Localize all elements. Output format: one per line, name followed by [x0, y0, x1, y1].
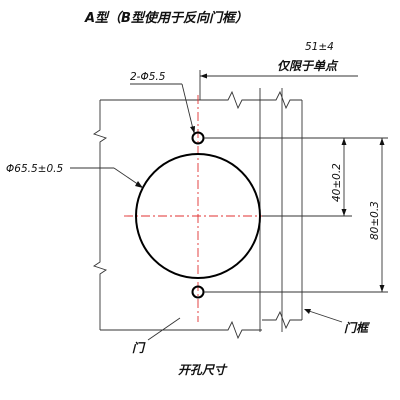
lower-mount-hole — [191, 285, 205, 299]
door-frame-label: 门框 — [344, 321, 371, 335]
door-label: 门 — [132, 341, 146, 355]
door-outline — [92, 90, 262, 340]
small-hole-leader: 2-Φ5.5 — [130, 71, 195, 134]
door-frame-outline — [259, 88, 303, 332]
main-bore-circle — [135, 153, 261, 279]
dim-51-group: 51±4 仅限于单点 — [199, 41, 358, 100]
dim-80-label: 80±0.3 — [369, 201, 381, 240]
door-frame-leader: 门框 — [304, 309, 371, 335]
main-bore-label: Φ65.5±0.5 — [6, 163, 63, 175]
extension-lines — [204, 137, 388, 293]
dim-40-group: 40±0.2 — [331, 138, 347, 216]
drawing-caption: 开孔尺寸 — [178, 363, 228, 377]
drawing-title: A型（B型使用于反向门框） — [84, 10, 248, 26]
upper-mount-hole — [191, 131, 205, 145]
single-point-label: 仅限于单点 — [277, 59, 339, 73]
dim-51-label: 51±4 — [305, 41, 334, 53]
small-hole-label: 2-Φ5.5 — [130, 71, 166, 83]
door-leader: 门 — [132, 317, 181, 355]
dim-40-label: 40±0.2 — [331, 163, 343, 202]
dim-80-group: 80±0.3 — [369, 138, 385, 292]
center-lines — [124, 95, 270, 322]
main-bore-leader: Φ65.5±0.5 — [6, 163, 143, 188]
